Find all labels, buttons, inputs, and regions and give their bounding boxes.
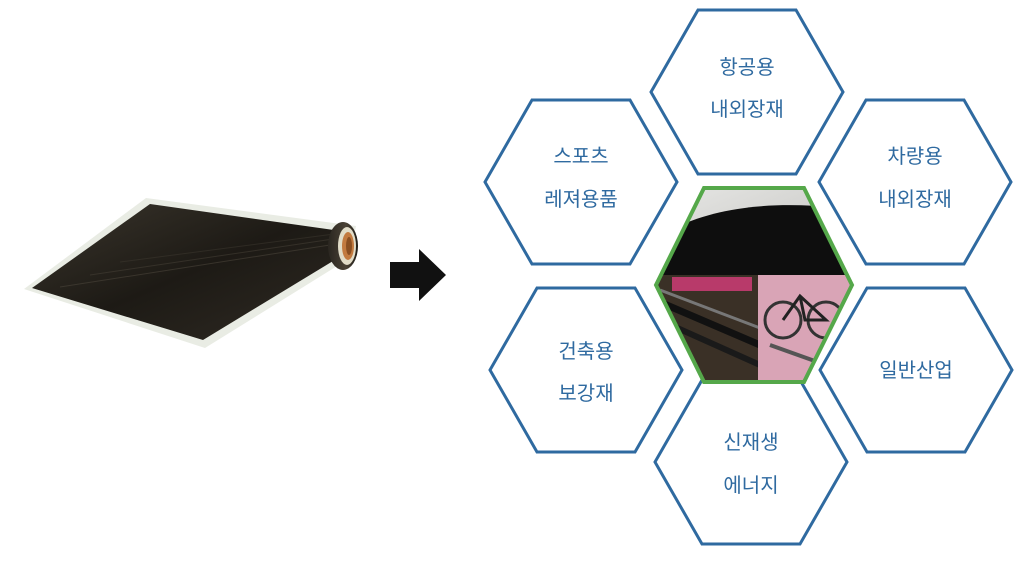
hex-label-sports: 스포츠 레져용품 [544, 144, 618, 211]
hex-sports [483, 98, 679, 266]
hex-energy [653, 378, 849, 546]
hex-label-line1: 차량용 [887, 144, 942, 168]
hex-label-energy: 신재생 에너지 [723, 430, 778, 497]
hex-label-line1: 항공용 [719, 55, 774, 79]
hex-label-construction: 건축용 보강재 [558, 339, 613, 405]
carbon-products-collage-image [653, 186, 855, 384]
hex-label-line2: 레져용품 [544, 187, 618, 211]
carbon-fiber-roll-image [24, 198, 358, 348]
hex-label-industry: 일반산업 [879, 358, 953, 382]
arrow-right-icon [390, 249, 446, 301]
hex-label-line1: 일반산업 [879, 358, 953, 382]
application-hexagons [483, 8, 1014, 546]
hex-label-line1: 스포츠 [553, 144, 608, 168]
hex-label-vehicle: 차량용 내외장재 [878, 144, 952, 211]
hex-label-aerospace: 항공용 내외장재 [710, 55, 784, 121]
hex-label-line2: 내외장재 [710, 97, 784, 121]
hex-label-line2: 에너지 [723, 473, 778, 497]
hex-vehicle [817, 98, 1013, 266]
hex-label-line2: 내외장재 [878, 187, 952, 211]
hex-label-line2: 보강재 [558, 381, 613, 405]
hex-industry [818, 286, 1014, 454]
hex-aerospace [649, 8, 845, 176]
hex-label-line1: 건축용 [558, 339, 613, 363]
hex-label-line1: 신재생 [723, 430, 778, 454]
hex-construction [488, 286, 684, 454]
